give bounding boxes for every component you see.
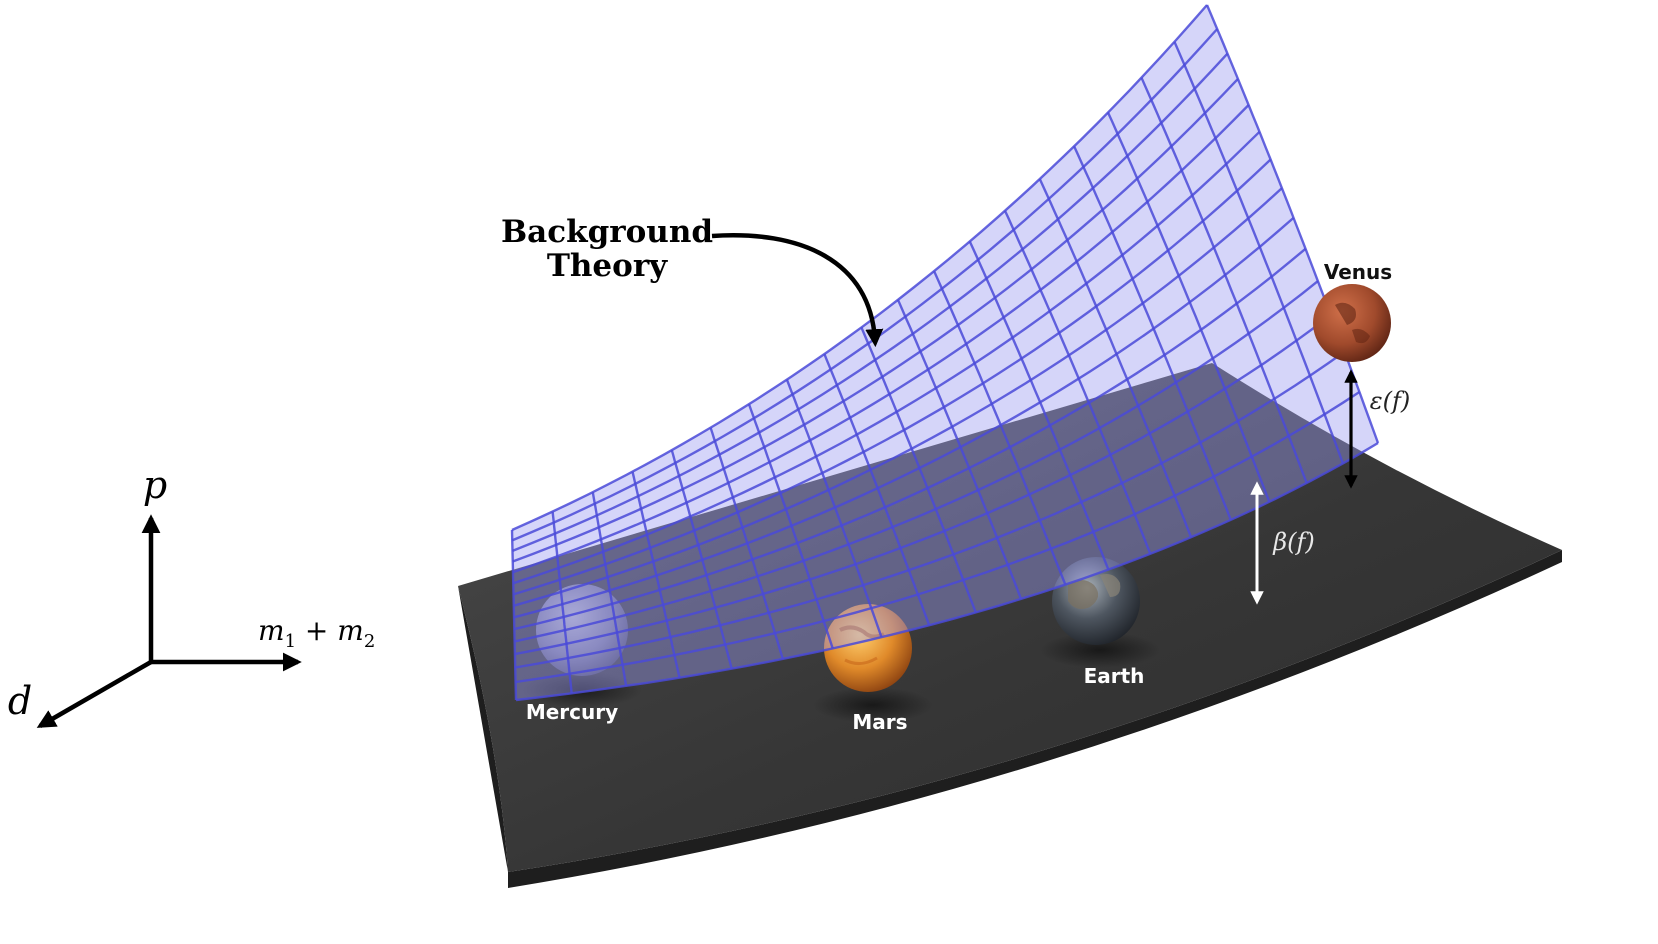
- mesh-gridline-vertical: [1173, 41, 1345, 464]
- mesh-gridline-horizontal: [512, 52, 1229, 553]
- mesh-gridline-horizontal: [514, 280, 1319, 643]
- mesh-gridline-horizontal: [514, 247, 1307, 631]
- data-surface: [458, 363, 1562, 888]
- mesh-gridline-vertical: [1106, 111, 1271, 503]
- mesh-gridline-vertical: [860, 326, 977, 613]
- mesh-gridline-horizontal: [513, 187, 1283, 607]
- mesh-gridline-horizontal: [513, 158, 1272, 596]
- mesh-gridline-vertical: [1205, 4, 1380, 444]
- annotation-line2: Theory: [547, 248, 668, 284]
- axes-triad: p d m1 + m2: [8, 463, 375, 728]
- planet-mars: [824, 604, 912, 692]
- epsilon-label: ε(f): [1370, 387, 1411, 415]
- d-axis: [36, 660, 153, 728]
- mesh-gridline-vertical: [670, 449, 733, 670]
- mesh-gridline-vertical: [1140, 77, 1308, 484]
- mesh-gridline-vertical: [933, 270, 1067, 586]
- label-venus: Venus: [1324, 260, 1392, 284]
- planet-earth: [1052, 557, 1140, 645]
- mesh-gridline-vertical: [968, 240, 1110, 571]
- mesh-gridline-vertical: [1038, 178, 1193, 538]
- mesh-gridline-vertical: [1073, 145, 1232, 521]
- label-mars: Mars: [852, 710, 907, 734]
- mesh-gridline-vertical: [510, 529, 518, 701]
- mesh-gridline-horizontal: [511, 28, 1219, 542]
- mesh-gridline-horizontal: [512, 130, 1261, 585]
- label-mercury: Mercury: [526, 700, 618, 724]
- mesh-gridline-vertical: [591, 491, 628, 687]
- mesh-gridline-horizontal: [513, 216, 1295, 619]
- mesh-gridline-vertical: [631, 471, 681, 678]
- label-earth: Earth: [1084, 664, 1145, 688]
- mesh-gridline-vertical: [709, 427, 784, 660]
- annotation-line1: Background: [501, 214, 713, 250]
- annotation-pointer-arrow: [711, 233, 884, 348]
- mesh-gridline-vertical: [551, 511, 573, 694]
- mesh-gridline-vertical: [896, 299, 1023, 600]
- mesh-gridline-vertical: [823, 353, 931, 626]
- background-theory-mesh: [510, 4, 1380, 702]
- d-axis-label: d: [8, 679, 32, 723]
- mesh-gridline-vertical: [785, 379, 883, 638]
- mesh-gridline-horizontal: [514, 314, 1332, 656]
- mesh-gridline-vertical: [747, 403, 834, 649]
- mesh-gridline-vertical: [1003, 210, 1152, 555]
- mass-axis-label: m1 + m2: [258, 614, 375, 652]
- mesh-fill: [512, 5, 1378, 700]
- mesh-gridline-horizontal: [515, 390, 1361, 684]
- mesh-gridline-horizontal: [512, 78, 1239, 563]
- mesh-gridline-horizontal: [512, 104, 1250, 574]
- planet-venus: [1313, 284, 1391, 362]
- p-axis-label: p: [143, 463, 167, 507]
- mesh-gridline-horizontal: [514, 350, 1346, 669]
- mesh-gridline-horizontal: [511, 4, 1208, 532]
- planet-shadows: [522, 632, 1160, 723]
- surface-top: [458, 363, 1562, 872]
- beta-label: β(f): [1272, 528, 1314, 556]
